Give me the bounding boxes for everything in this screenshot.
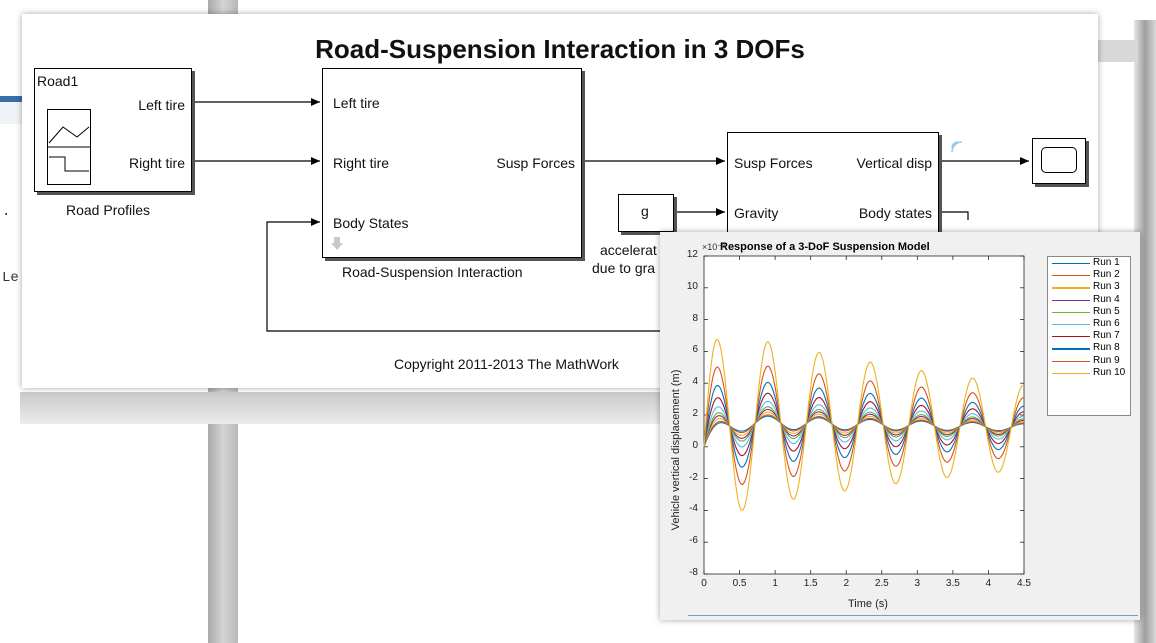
gravity-caption-line2: due to gra	[592, 260, 656, 276]
background-code-fragment: Le	[2, 270, 19, 286]
y-tick-label: -2	[689, 471, 698, 483]
x-tick-label: 2	[843, 578, 849, 589]
down-arrow-icon	[331, 237, 343, 250]
interaction-port-left-tire: Left tire	[333, 95, 380, 111]
legend-swatch	[1052, 287, 1090, 289]
y-tick-label: -8	[689, 567, 698, 578]
legend-item: Run 8	[1048, 342, 1130, 354]
legend-swatch	[1052, 299, 1090, 301]
legend-item: Run 6	[1048, 318, 1130, 330]
road-profiles-caption: Road Profiles	[66, 202, 151, 218]
legend-item: Run 10	[1048, 367, 1130, 379]
legend-item: Run 2	[1048, 269, 1130, 281]
x-tick-label: 2.5	[874, 578, 889, 589]
y-tick-label: 0	[692, 439, 698, 451]
simulink-model-window: Road-Suspension Interaction in 3 DOFs Ro…	[22, 14, 1098, 388]
y-tick-label: 2	[692, 408, 698, 419]
series-line-run-8	[703, 381, 1025, 468]
legend-swatch	[1052, 360, 1090, 362]
signal-builder-icon	[47, 109, 91, 185]
road-port-left-tire: Left tire	[138, 97, 185, 113]
legend-label: Run 5	[1093, 305, 1120, 317]
x-tick-label: 0	[701, 578, 707, 589]
legend-label: Run 2	[1093, 269, 1120, 281]
figure-window: Response of a 3-DoF Suspension Model ×10…	[660, 232, 1140, 620]
background-code-dot: .	[2, 204, 11, 220]
background-right-band	[1098, 40, 1138, 62]
x-tick-label: 3	[914, 578, 921, 589]
road-suspension-interaction-block[interactable]: Left tire Right tire Body States Susp Fo…	[322, 68, 582, 258]
gravity-symbol: g	[641, 203, 649, 219]
x-tick-label: 3.5	[945, 578, 960, 589]
y-tick-label: 6	[692, 344, 698, 356]
vehicle-port-vertical-disp: Vertical disp	[856, 155, 932, 171]
vehicle-port-susp-forces: Susp Forces	[734, 155, 813, 171]
legend-swatch	[1052, 372, 1090, 374]
legend-label: Run 1	[1093, 257, 1120, 268]
vehicle-dynamics-block[interactable]: Susp Forces Gravity Vertical disp Body s…	[727, 132, 939, 244]
scope-block[interactable]	[1032, 138, 1086, 184]
y-tick-label: -4	[689, 503, 698, 515]
vehicle-port-body-states: Body states	[858, 205, 932, 221]
x-axis-label: Time (s)	[848, 598, 888, 610]
x-tick-label: 0.5	[732, 578, 747, 589]
legend-swatch	[1052, 348, 1090, 350]
legend-swatch	[1052, 323, 1090, 326]
signal-lines	[192, 98, 1029, 332]
signal-body-states-feedback	[940, 211, 969, 220]
model-title: Road-Suspension Interaction in 3 DOFs	[315, 34, 805, 64]
series-line-run-9	[703, 365, 1025, 485]
y-axis-label: Vehicle vertical displacement (m)	[670, 369, 682, 531]
legend-item: Run 1	[1048, 257, 1130, 269]
legend-label: Run 7	[1093, 330, 1120, 342]
y-tick-label: 8	[692, 312, 698, 324]
interaction-port-body-states: Body States	[333, 215, 409, 231]
legend-swatch	[1052, 336, 1090, 338]
y-exponent-label: ×10⁻³	[702, 242, 726, 252]
figure-bottom-line	[688, 615, 1138, 616]
vehicle-port-gravity: Gravity	[734, 205, 779, 221]
x-tick-label: 1.5	[803, 578, 818, 589]
legend-label: Run 8	[1093, 342, 1120, 354]
legend-label: Run 9	[1093, 354, 1120, 366]
x-tick-label: 4.5	[1017, 578, 1031, 589]
chart-title: Response of a 3-DoF Suspension Model	[720, 241, 930, 253]
legend-item: Run 3	[1048, 281, 1130, 293]
scope-screen-icon	[1041, 147, 1077, 173]
legend-item: Run 7	[1048, 330, 1130, 342]
x-tick-label: 4	[985, 578, 992, 589]
y-tick-label: 4	[692, 376, 698, 388]
legend-label: Run 4	[1093, 293, 1120, 305]
interaction-port-right-tire: Right tire	[333, 155, 390, 171]
plot-area	[703, 255, 1025, 575]
legend-item: Run 5	[1048, 306, 1130, 318]
legend-swatch	[1052, 311, 1090, 313]
legend-label: Run 10	[1093, 366, 1126, 378]
road-profiles-block[interactable]: Road1 Left tire Right tire	[34, 68, 192, 192]
y-tick-label: -6	[689, 535, 698, 547]
series-line-run-10	[703, 338, 1025, 512]
y-tick-label: 10	[686, 280, 698, 292]
legend-item: Run 9	[1048, 355, 1130, 367]
road-block-name: Road1	[37, 73, 79, 89]
legend-swatch	[1052, 263, 1090, 265]
y-tick-label: 12	[686, 249, 698, 260]
signal-feedback-loop	[266, 218, 662, 332]
copyright-text: Copyright 2011-2013 The MathWork	[394, 356, 619, 372]
legend-label: Run 3	[1093, 281, 1120, 293]
legend-item: Run 4	[1048, 294, 1130, 306]
interaction-caption: Road-Suspension Interaction	[342, 264, 523, 280]
gravity-constant-block[interactable]: g	[618, 194, 674, 232]
gravity-caption-line1: accelerat	[600, 242, 657, 258]
x-tick-label: 1	[772, 578, 778, 589]
legend-label: Run 6	[1093, 317, 1120, 329]
road-port-right-tire: Right tire	[128, 155, 185, 171]
wifi-icon	[951, 141, 963, 153]
legend-swatch	[1052, 275, 1090, 277]
background-horizontal-stripe	[20, 392, 660, 424]
interaction-port-susp-forces: Susp Forces	[496, 155, 575, 171]
